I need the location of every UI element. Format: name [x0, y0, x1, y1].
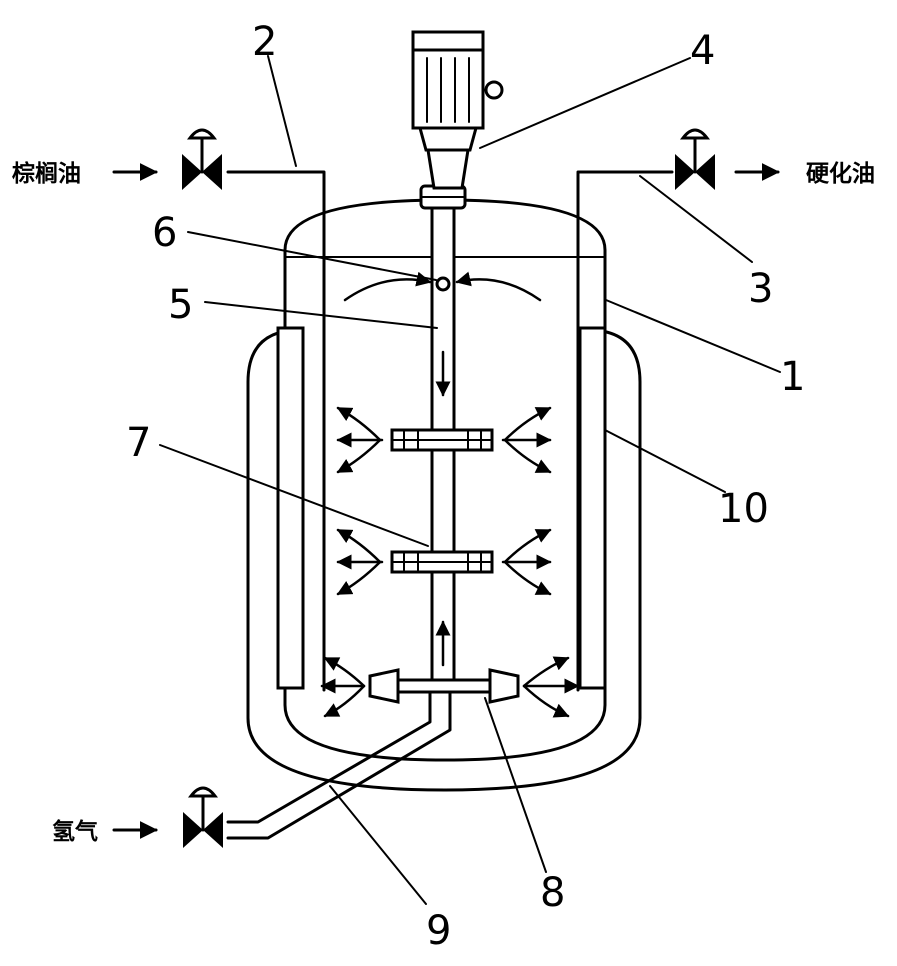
valve-oil-outlet-icon[interactable] — [675, 128, 715, 190]
callout-2: 2 — [252, 19, 277, 65]
label-hydrogen: 氢气 — [52, 818, 98, 845]
valve-hydrogen-icon[interactable] — [183, 786, 223, 848]
flow-arrow-top-right — [455, 271, 542, 302]
leader-7 — [159, 444, 429, 547]
callout-1: 1 — [780, 354, 805, 400]
label-oil-out: 硬化油 — [806, 160, 875, 187]
hydrogen-pipe-inner — [226, 690, 452, 840]
leader-6 — [187, 231, 437, 281]
hydrogen-pipe-outer — [226, 690, 432, 824]
callout-3: 3 — [748, 266, 773, 312]
callout-4: 4 — [690, 28, 715, 74]
callout-8: 8 — [540, 870, 565, 916]
flow-arrows-upper-impeller — [336, 406, 552, 474]
flow-arrow-top-left — [343, 271, 432, 302]
callout-6: 6 — [152, 210, 177, 256]
leader-3 — [639, 175, 753, 263]
callout-5: 5 — [168, 282, 193, 328]
leader-5 — [204, 301, 438, 329]
callout-10: 10 — [718, 486, 769, 532]
valve-oil-inlet-icon[interactable] — [182, 128, 222, 190]
flow-arrows-lower-impeller — [336, 528, 552, 596]
impeller-upper — [390, 428, 494, 452]
gas-inlet-hole — [435, 276, 451, 292]
oil-outlet-pipe — [576, 170, 674, 692]
callout-7: 7 — [126, 420, 151, 466]
leader-1 — [605, 299, 781, 373]
leader-9 — [329, 785, 427, 905]
heating-coil-right — [578, 326, 607, 690]
flow-arrows-distributor — [320, 656, 580, 718]
impeller-lower — [390, 550, 494, 574]
label-oil-in: 棕榈油 — [12, 160, 81, 187]
motor — [411, 30, 504, 190]
leader-8 — [484, 697, 547, 873]
callout-9: 9 — [426, 908, 451, 954]
leader-2 — [267, 55, 297, 167]
leader-4 — [479, 57, 691, 149]
leader-10 — [604, 429, 726, 493]
oil-inlet-pipe — [226, 170, 326, 692]
gas-distributor — [368, 668, 520, 704]
heating-coil-left — [276, 326, 305, 690]
